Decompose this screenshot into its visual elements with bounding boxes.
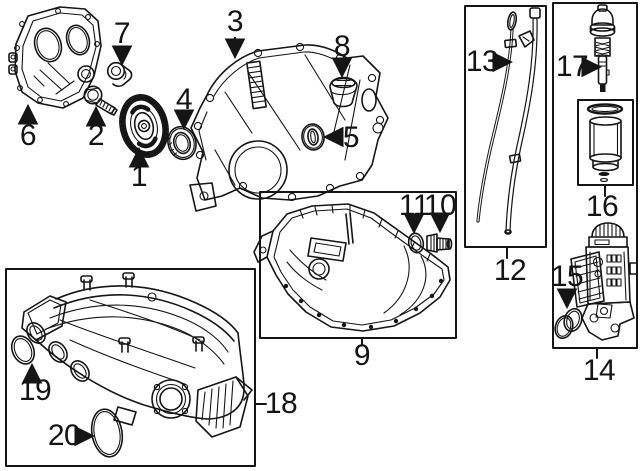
part-8-cap-drawing — [329, 76, 358, 108]
callout-6-cover-plate[interactable]: 6 — [19, 119, 37, 152]
part-1-pulley-drawing — [119, 94, 169, 158]
callout-20-seal-ring[interactable]: 20 — [47, 419, 81, 452]
callout-5-seal-ring[interactable]: 5 — [342, 121, 360, 154]
callout-11-seal-ring[interactable]: 11 — [398, 189, 430, 222]
callout-7-plug[interactable]: 7 — [113, 17, 131, 50]
part-14-filter-housing-drawing — [570, 222, 638, 341]
part-7-plug-drawing — [106, 61, 133, 88]
group-box-intake-manifold — [5, 268, 256, 467]
callout-arrows — [17, 36, 606, 447]
part-5-seal-ring-drawing — [301, 123, 325, 151]
callout-14-filter-housing[interactable]: 14 — [582, 354, 616, 387]
callout-12-dipstick-group[interactable]: 12 — [493, 254, 527, 287]
part-3-timing-cover-drawing — [189, 42, 389, 212]
part-9-oil-pan-drawing — [253, 203, 451, 332]
callout-17-valve[interactable]: 17 — [555, 50, 589, 83]
part-18-intake-manifold-drawing — [21, 272, 253, 438]
part-17-valve-drawing — [589, 4, 616, 92]
part-6-cover-plate-drawing — [8, 6, 102, 109]
callout-19-gasket[interactable]: 19 — [18, 374, 52, 407]
callout-4-front-seal[interactable]: 4 — [175, 83, 193, 116]
part-4-seal-drawing — [167, 125, 197, 161]
callout-13-dipstick[interactable]: 13 — [465, 45, 499, 78]
callout-10-drain-plug[interactable]: 10 — [423, 189, 457, 222]
callout-3-timing-cover[interactable]: 3 — [226, 5, 244, 38]
part-16-filter-element-drawing — [586, 103, 624, 183]
part-2-bolt-drawing — [83, 85, 118, 116]
part-10-drain-plug-drawing — [426, 233, 453, 253]
dipstick-tube-drawing — [504, 7, 541, 235]
callout-18-intake-manifold[interactable]: 18 — [264, 387, 298, 420]
callout-1-crankshaft-pulley[interactable]: 1 — [130, 160, 148, 193]
callout-9-oil-pan[interactable]: 9 — [353, 339, 371, 372]
callout-8-filler-cap[interactable]: 8 — [333, 30, 351, 63]
callout-15-sealing-cap[interactable]: 15 — [550, 260, 584, 293]
callout-2-bolt[interactable]: 2 — [87, 119, 105, 152]
callout-16-filter-element[interactable]: 16 — [585, 190, 619, 223]
